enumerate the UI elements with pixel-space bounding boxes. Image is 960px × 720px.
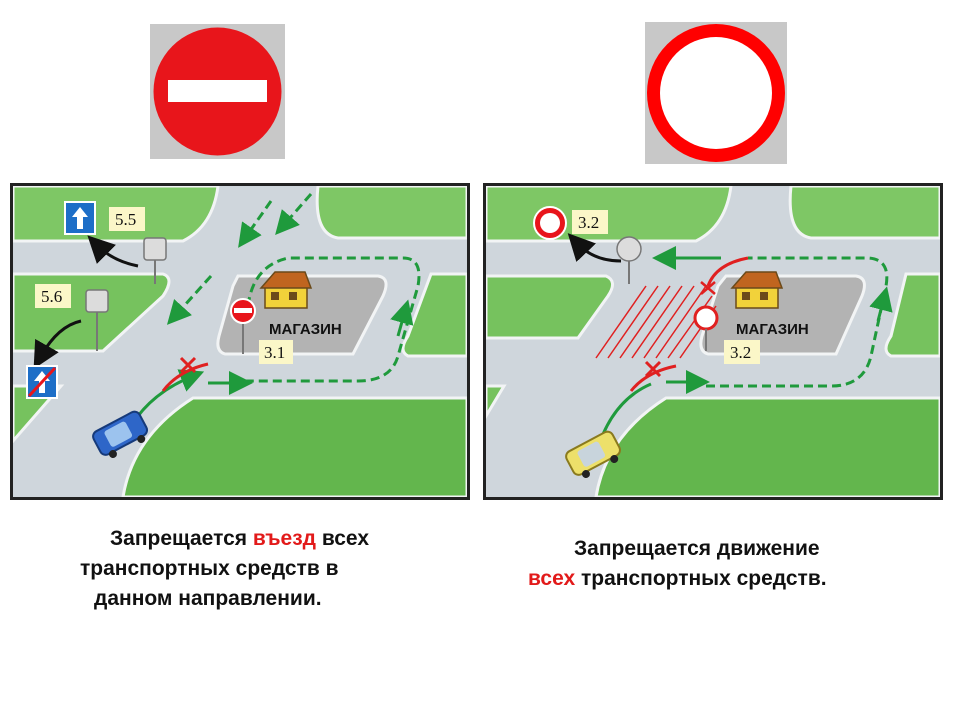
no-vehicles-sign-icon	[645, 22, 787, 164]
yellow-car-icon	[565, 430, 622, 479]
sign-label-3-2-shop: 3.2	[730, 343, 751, 362]
shop-building-icon	[730, 271, 784, 309]
no-vehicles-sign	[645, 22, 787, 164]
sign-label-3-2-top: 3.2	[578, 213, 599, 232]
shop-building-icon	[259, 271, 313, 309]
left-caption-line-3: данном направлении.	[94, 587, 322, 610]
right-illustration: МАГАЗИН 3.2 3.2	[483, 183, 943, 500]
left-caption: Запрещается въезд всех транспортных сред…	[80, 524, 369, 614]
end-one-way-sign-icon	[26, 365, 58, 399]
right-caption-line-1: Запрещается движение	[574, 537, 820, 560]
left-illustration: МАГАЗИН	[10, 183, 470, 500]
blue-car-icon	[92, 410, 149, 459]
shop-label: МАГАЗИН	[269, 321, 342, 338]
sign-label-5-6: 5.6	[41, 287, 62, 306]
one-way-road-sign-icon	[64, 201, 96, 235]
shop-label: МАГАЗИН	[736, 321, 809, 338]
left-caption-line-2: транспортных средств в	[80, 557, 339, 580]
left-caption-highlight: въезд	[252, 527, 317, 550]
no-vehicles-road-sign-icon	[533, 206, 567, 240]
right-caption: Запрещается движение всех транспортных с…	[528, 534, 827, 594]
left-caption-line-1: Запрещается въезд всех	[110, 527, 369, 550]
sign-label-3-1: 3.1	[264, 343, 285, 362]
no-vehicles-small-icon	[693, 305, 719, 331]
no-entry-sign	[150, 24, 285, 159]
right-caption-highlight: всех	[528, 567, 576, 590]
sign-label-5-5: 5.5	[115, 210, 136, 229]
right-caption-line-2: всех транспортных средств.	[528, 567, 827, 590]
no-entry-sign-icon	[150, 24, 285, 159]
